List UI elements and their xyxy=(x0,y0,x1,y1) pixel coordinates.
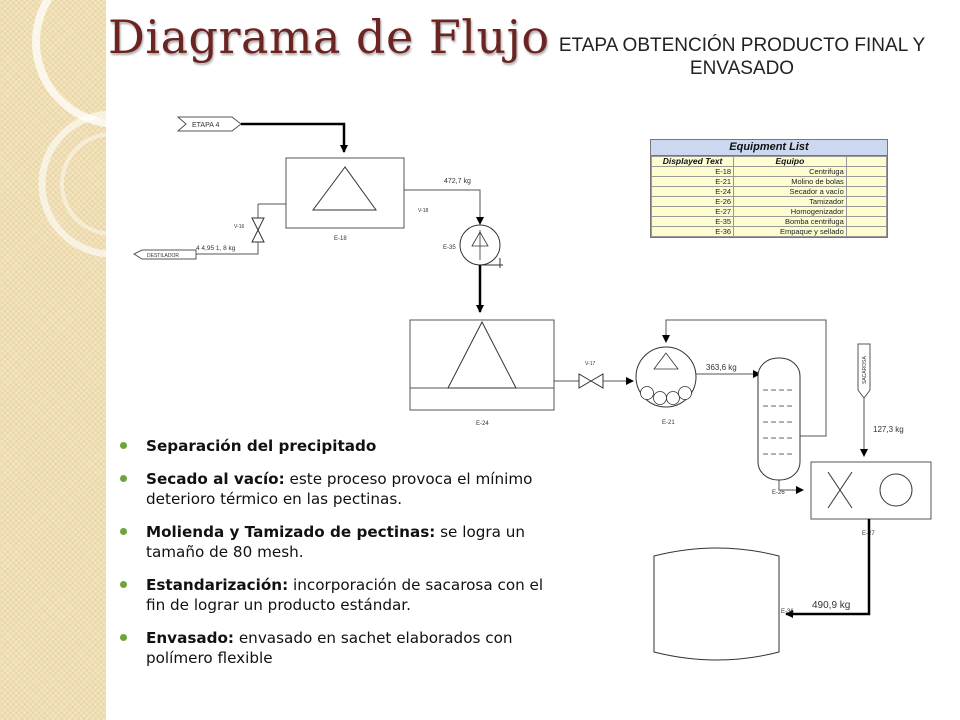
equipment-blank-cell xyxy=(845,176,888,187)
mass-472-label: 472,7 kg xyxy=(444,178,471,185)
destilador-label: DESTILADOR xyxy=(147,253,179,259)
e24-label: E-24 xyxy=(476,421,489,427)
sacarosa-tag xyxy=(857,343,871,399)
stream-e26-e27 xyxy=(778,480,804,494)
bullet-text: este proceso provoca el mínimo deterioro… xyxy=(146,470,533,508)
equipment-code: E-24 xyxy=(650,186,735,197)
stage-title: ETAPA OBTENCIÓN PRODUCTO FINAL Y ENVASAD… xyxy=(528,34,956,80)
equipment-code: E-27 xyxy=(650,206,735,217)
e35-label: E-35 xyxy=(443,245,456,251)
equipment-blank-cell xyxy=(845,226,888,237)
e18-label: E-18 xyxy=(334,236,347,242)
bullet-item: Molienda y Tamizado de pectinas: se logr… xyxy=(118,522,556,562)
etapa4-label: ETAPA 4 xyxy=(192,122,219,129)
equipment-blank-cell xyxy=(845,206,888,217)
equipment-code: E-18 xyxy=(650,166,735,177)
stream-e18-e35 xyxy=(404,189,484,225)
bullet-item: Secado al vacío: este proceso provoca el… xyxy=(118,469,556,509)
equipment-name: Centrifuga xyxy=(733,166,847,177)
bullet-dot-icon xyxy=(120,528,127,535)
equipment-name: Tamizador xyxy=(733,196,847,207)
equipment-name: Homogenizador xyxy=(733,206,847,217)
bullet-heading: Molienda y Tamizado de pectinas: xyxy=(146,523,436,541)
equipment-blank-cell xyxy=(845,196,888,207)
equipment-list-title: Equipment List xyxy=(651,140,887,156)
bullet-heading: Estandarización: xyxy=(146,576,289,594)
bullet-item: Estandarización: incorporación de sacaro… xyxy=(118,575,556,615)
line-v16-destilador xyxy=(196,242,259,255)
equipment-code: E-36 xyxy=(650,226,735,237)
bullet-dot-icon xyxy=(120,581,127,588)
bullet-dot-icon xyxy=(120,475,127,482)
bullet-dot-icon xyxy=(120,634,127,641)
bullet-heading: Separación del precipitado xyxy=(146,437,377,455)
etapa4-tag xyxy=(176,116,242,132)
stream-e27-e36 xyxy=(785,519,871,618)
bullet-heading: Envasado: xyxy=(146,629,235,647)
equipment-header-blank xyxy=(845,156,888,167)
v17-valve xyxy=(578,373,604,389)
e26-label: E-26 xyxy=(772,490,785,496)
page-title: Diagrama de Flujo xyxy=(108,10,550,64)
bullet-item: Envasado: envasado en sachet elaborados … xyxy=(118,628,556,668)
e36-packing xyxy=(653,547,780,661)
equipment-name: Secador a vacío xyxy=(733,186,847,197)
equipment-name: Bomba centrifuga xyxy=(733,216,847,227)
equipment-code: E-21 xyxy=(650,176,735,187)
equipment-code: E-26 xyxy=(650,196,735,207)
mass-363-label: 363,6 kg xyxy=(706,363,737,372)
e21-label: E-21 xyxy=(662,420,675,426)
equipment-list-table: Equipment List Displayed Text Equipo E-1… xyxy=(650,139,888,238)
e36-label: E-36 xyxy=(781,609,794,615)
equipment-name: Empaque y sellado xyxy=(733,226,847,237)
recycle-stream xyxy=(662,319,827,437)
bullet-item: Separación del precipitado xyxy=(118,436,556,456)
equipment-header-displayed-text: Displayed Text xyxy=(650,156,735,167)
v16-label: V-16 xyxy=(234,224,245,230)
bullet-dot-icon xyxy=(120,442,127,449)
equipment-blank-cell xyxy=(845,166,888,177)
bullet-text: envasado en sachet elaborados con políme… xyxy=(146,629,513,667)
mass-44951-label: 4 4,95 1, 8 kg xyxy=(196,245,236,252)
e27-homogenizer xyxy=(810,461,932,520)
v18-label: V-18 xyxy=(418,208,429,214)
e24-triangle xyxy=(447,320,517,389)
bullet-heading: Secado al vacío: xyxy=(146,470,285,488)
v17-label: V-17 xyxy=(585,361,596,367)
sacarosa-label: SACAROSA xyxy=(862,356,868,384)
equipment-name: Molino de bolas xyxy=(733,176,847,187)
equipment-code: E-35 xyxy=(650,216,735,227)
bullet-text: incorporación de sacarosa con el fin de … xyxy=(146,576,544,614)
equipment-blank-cell xyxy=(845,216,888,227)
mass-127-label: 127,3 kg xyxy=(873,425,904,434)
e18-triangle xyxy=(312,166,377,211)
bullet-text: se logra un tamaño de 80 mesh. xyxy=(146,523,526,561)
e26-sieve xyxy=(757,357,801,481)
v16-valve xyxy=(251,217,265,243)
stage-title-line-2: ENVASADO xyxy=(689,58,795,79)
stream-etapa4-e18 xyxy=(241,122,348,153)
equipment-blank-cell xyxy=(845,186,888,197)
destilador-tag xyxy=(132,249,197,260)
stage-title-line-1: ETAPA OBTENCIÓN PRODUCTO FINAL Y xyxy=(558,35,926,56)
equipment-header-equipo: Equipo xyxy=(733,156,847,167)
decorative-rings xyxy=(32,0,140,258)
mass-490-label: 490,9 kg xyxy=(812,600,850,611)
